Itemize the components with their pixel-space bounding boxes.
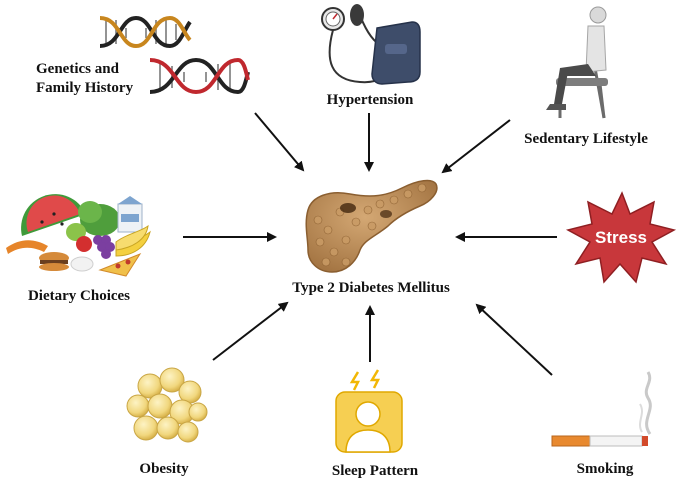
sedentary-lifestyle-label: Sedentary Lifestyle (524, 131, 648, 147)
arrow-obesity (212, 301, 289, 361)
arrow-sedentary (441, 119, 511, 174)
cigarette-icon (551, 371, 652, 447)
seated-person-icon (546, 6, 608, 119)
dna-helix-icon (99, 15, 250, 95)
smoking-label: Smoking (576, 461, 634, 477)
sleep-pattern-label: Sleep Pattern (331, 463, 419, 479)
pancreas-icon (305, 179, 438, 273)
restless-sleeper-icon (335, 369, 403, 453)
arrow-genetics (254, 112, 305, 172)
arrow-smoking (475, 303, 553, 376)
obesity-label: Obesity (139, 461, 189, 477)
blood-pressure-monitor-icon (321, 4, 421, 85)
fat-cells-icon (126, 367, 208, 443)
genetics-label-line2: Family History (36, 80, 134, 96)
hypertension-label: Hypertension (326, 92, 414, 108)
genetics-label-line1: Genetics and (36, 61, 119, 77)
dietary-choices-label: Dietary Choices (27, 288, 131, 304)
stress-label: Stress (595, 228, 647, 247)
food-assortment-icon (6, 194, 151, 277)
center-label: Type 2 Diabetes Mellitus (292, 280, 450, 296)
arrows (183, 112, 557, 376)
stress-burst-icon: Stress (565, 191, 677, 284)
